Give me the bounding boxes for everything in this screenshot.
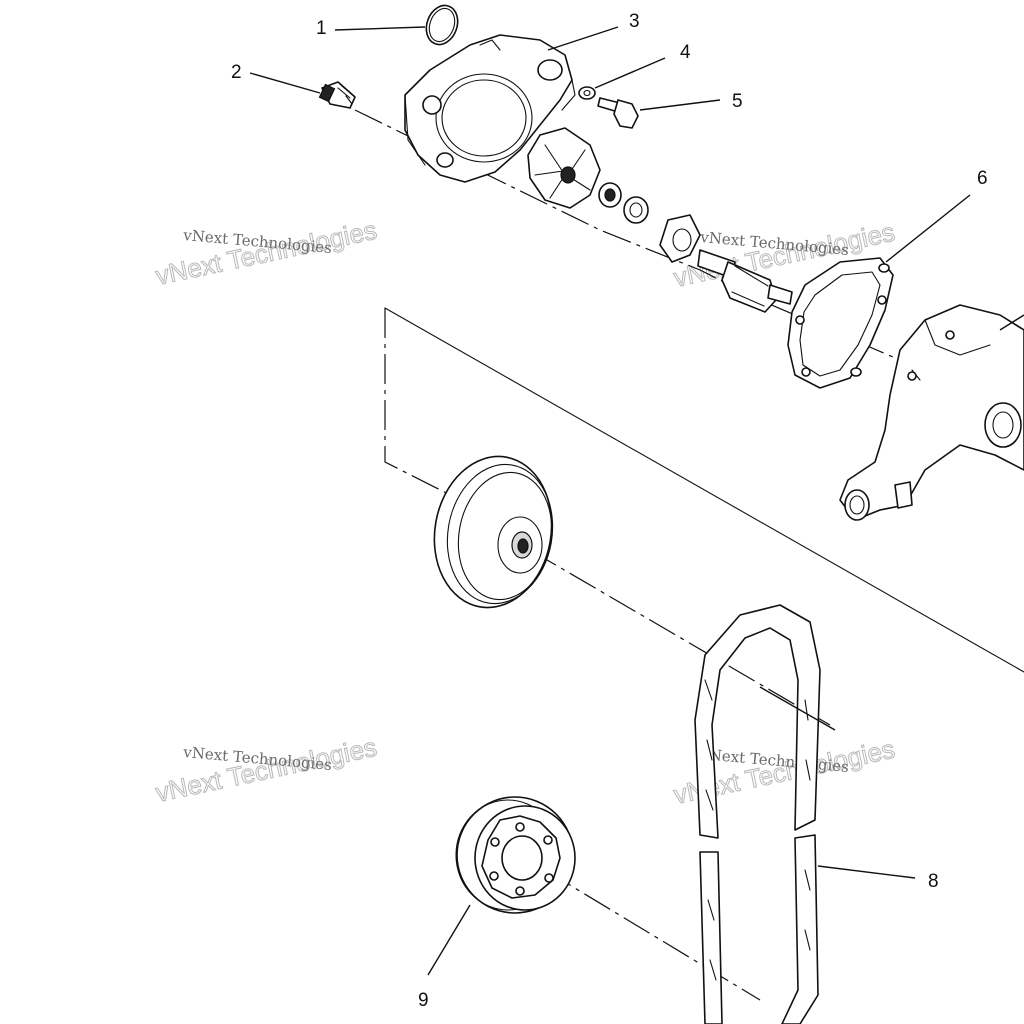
o-ring[interactable] [421, 1, 463, 49]
watermark-top-left: vNext Technologies vNext Technologies [153, 214, 380, 291]
bolt[interactable] [597, 97, 639, 129]
callout-3: 3 [629, 11, 640, 32]
callout-9: 9 [418, 990, 429, 1011]
callout-2: 2 [231, 62, 242, 83]
fitting-plug[interactable] [318, 81, 356, 109]
impeller[interactable] [527, 127, 601, 209]
seal-ring-b[interactable] [623, 196, 649, 224]
seal-ring-a[interactable] [598, 182, 622, 208]
callout-6: 6 [977, 168, 988, 189]
callout-1: 1 [316, 18, 327, 39]
callout-labels: 1 2 3 4 5 6 8 9 [231, 11, 988, 1011]
pump-shaft[interactable] [697, 249, 793, 313]
callout-8: 8 [928, 871, 939, 892]
water-pump-body[interactable] [839, 304, 1024, 521]
v-belt[interactable] [694, 604, 821, 1024]
leader-lines [249, 26, 1024, 976]
pump-pulley[interactable] [423, 447, 564, 617]
pump-cover-housing[interactable] [404, 34, 576, 183]
callout-4: 4 [680, 42, 691, 63]
watermark-bottom-left: vNext Technologies vNext Technologies [153, 731, 380, 808]
washer[interactable] [578, 86, 596, 100]
crank-pulley[interactable] [455, 796, 576, 914]
gasket[interactable] [787, 257, 894, 389]
callout-5: 5 [732, 91, 743, 112]
bearing-collar[interactable] [659, 214, 701, 263]
